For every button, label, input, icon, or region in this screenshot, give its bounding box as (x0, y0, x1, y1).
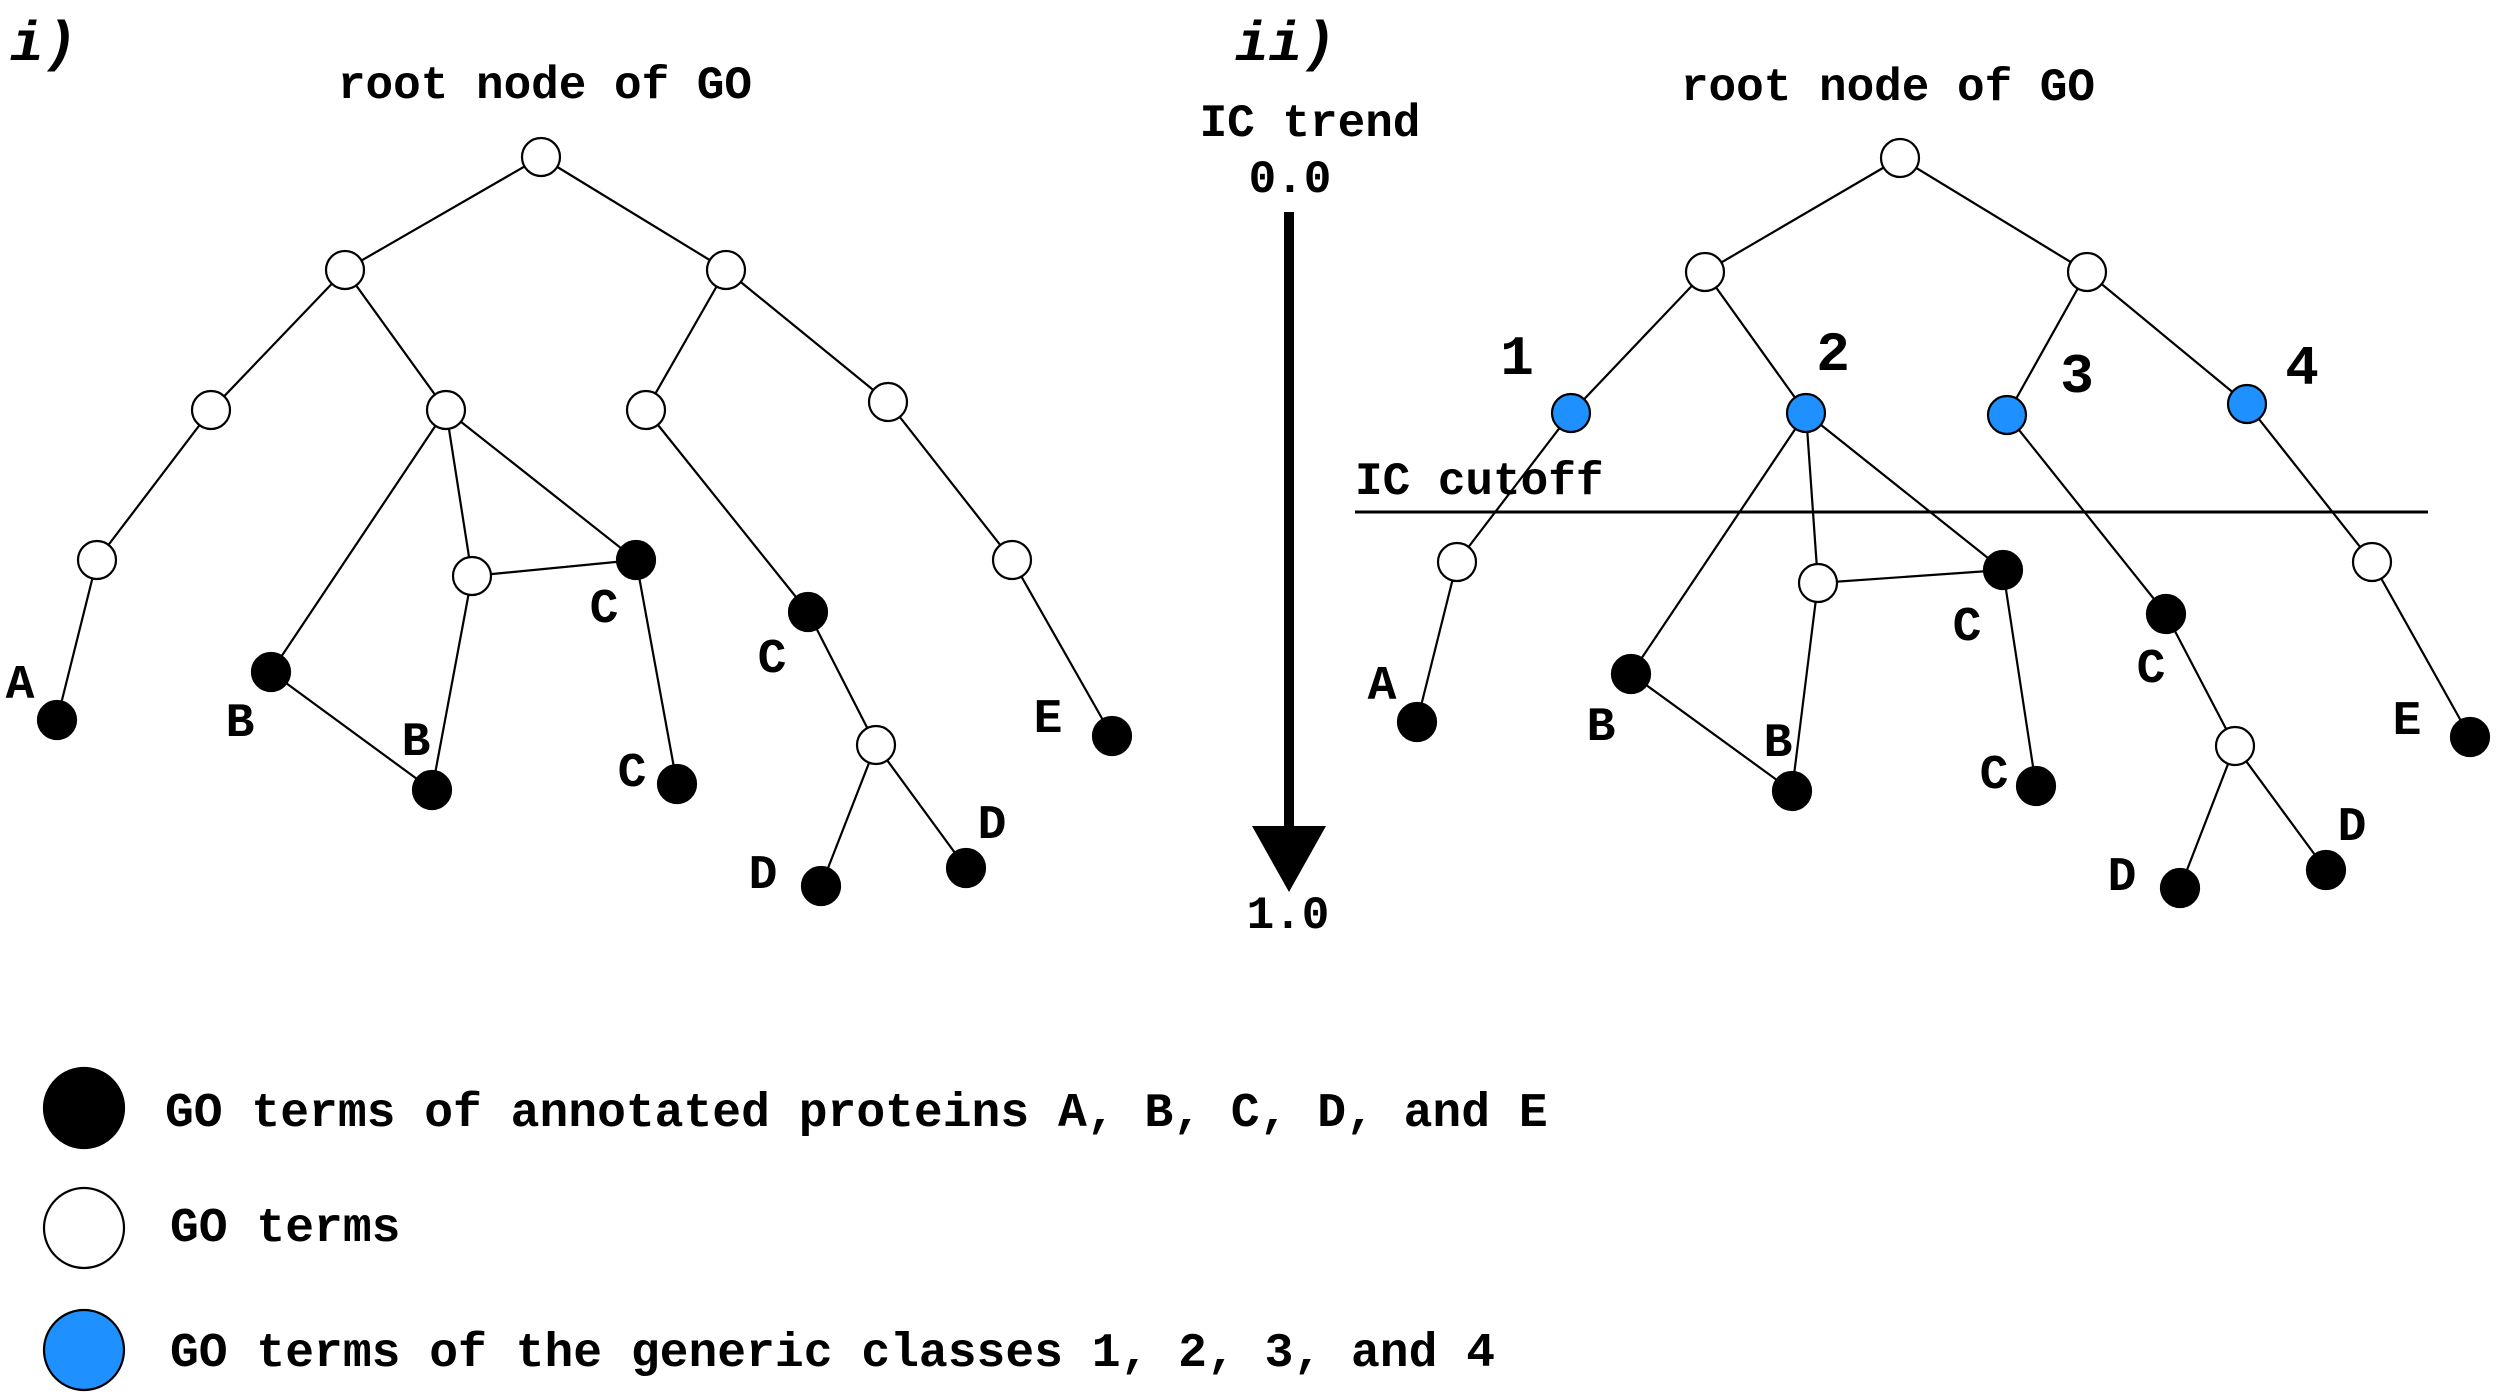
annotated-node (1771, 770, 1813, 812)
go-term-node (520, 136, 562, 178)
node-label-b: B (1764, 717, 1793, 771)
generic-class-node (1550, 392, 1592, 434)
node-label-c: C (758, 633, 787, 687)
go-term-node (2066, 251, 2108, 293)
node-label-b: B (226, 697, 255, 751)
left-tree-labels: A B B C C C D D E (6, 583, 1063, 903)
generic-class-node (2226, 383, 2268, 425)
annotated-node (787, 591, 829, 633)
ic-cutoff-label: IC cutoff (1355, 456, 1603, 508)
ic-trend-start: 0.0 (1249, 154, 1332, 206)
go-term-node (705, 249, 747, 291)
node-label-e: E (2393, 695, 2422, 749)
panel-label-right: ii) (1235, 13, 1336, 77)
node-label-e: E (1034, 693, 1063, 747)
go-term-node (1797, 562, 1839, 604)
node-label-d: D (749, 849, 778, 903)
node-label-a: A (6, 659, 35, 713)
left-tree-edges (55, 156, 1113, 887)
legend-generic-text: GO terms of the generic classes 1, 2, 3,… (170, 1327, 1495, 1381)
ic-trend-end: 1.0 (1247, 890, 1330, 942)
node-label-d: D (2108, 851, 2137, 905)
legend-annotated-swatch (42, 1066, 126, 1150)
class-label-3: 3 (2060, 345, 2094, 409)
node-label-c: C (1953, 601, 1982, 655)
right-tree-nodes (1396, 137, 2491, 909)
annotated-node (615, 539, 657, 581)
node-label-c: C (1980, 749, 2009, 803)
node-label-b: B (1587, 701, 1616, 755)
legend-annotated-text: GO terms of annotated proteins A, B, C, … (165, 1087, 1548, 1141)
annotated-node (1396, 701, 1438, 743)
go-term-node (2214, 725, 2256, 767)
annotated-node (1982, 549, 2024, 591)
go-term-node (1436, 541, 1478, 583)
legend-generic-swatch (42, 1308, 126, 1392)
go-term-node (1684, 251, 1726, 293)
generic-class-node (1986, 394, 2028, 436)
annotated-node (2305, 849, 2347, 891)
annotated-node (1091, 715, 1133, 757)
class-label-4: 4 (2285, 337, 2319, 401)
annotated-node (36, 699, 78, 741)
right-tree-edges (1415, 157, 2471, 889)
go-term-node (425, 389, 467, 431)
node-label-b: B (402, 716, 431, 770)
ic-trend-title: IC trend (1200, 98, 1421, 150)
go-term-node (190, 389, 232, 431)
annotated-node (2159, 867, 2201, 909)
go-term-node (451, 555, 493, 597)
node-label-d: D (978, 799, 1007, 853)
panel-label-left: i) (10, 13, 77, 77)
go-term-node (324, 249, 366, 291)
go-term-node (867, 381, 909, 423)
node-label-a: A (1368, 660, 1397, 714)
annotated-node (250, 651, 292, 693)
go-term-node (2351, 541, 2393, 583)
legend-term-swatch (42, 1186, 126, 1270)
right-tree-labels: A B B C C C D D E (1368, 601, 2422, 905)
ic-trend-arrow-head (1252, 826, 1326, 892)
class-number-labels: 1 2 3 4 (1500, 323, 2319, 409)
node-label-d: D (2338, 801, 2367, 855)
annotated-node (2015, 765, 2057, 807)
class-label-2: 2 (1816, 323, 1850, 387)
go-term-node (1879, 137, 1921, 179)
go-term-node (625, 389, 667, 431)
annotated-node (800, 865, 842, 907)
root-title-right: root node of GO (1681, 62, 2095, 114)
class-label-1: 1 (1500, 327, 1534, 391)
legend-term-text: GO terms (170, 1202, 400, 1256)
go-term-node (991, 539, 1033, 581)
annotated-node (411, 769, 453, 811)
annotated-node (2145, 593, 2187, 635)
left-tree-nodes (36, 136, 1133, 907)
annotated-node (1610, 653, 1652, 695)
annotated-node (945, 847, 987, 889)
go-term-node (855, 724, 897, 766)
annotated-node (656, 763, 698, 805)
node-label-c: C (2137, 643, 2166, 697)
root-title-left: root node of GO (338, 60, 752, 112)
annotated-node (2449, 716, 2491, 758)
generic-class-node (1785, 392, 1827, 434)
legend: GO terms of annotated proteins A, B, C, … (42, 1066, 1548, 1392)
node-label-c: C (618, 747, 647, 801)
node-label-c: C (590, 583, 619, 637)
go-term-node (76, 539, 118, 581)
